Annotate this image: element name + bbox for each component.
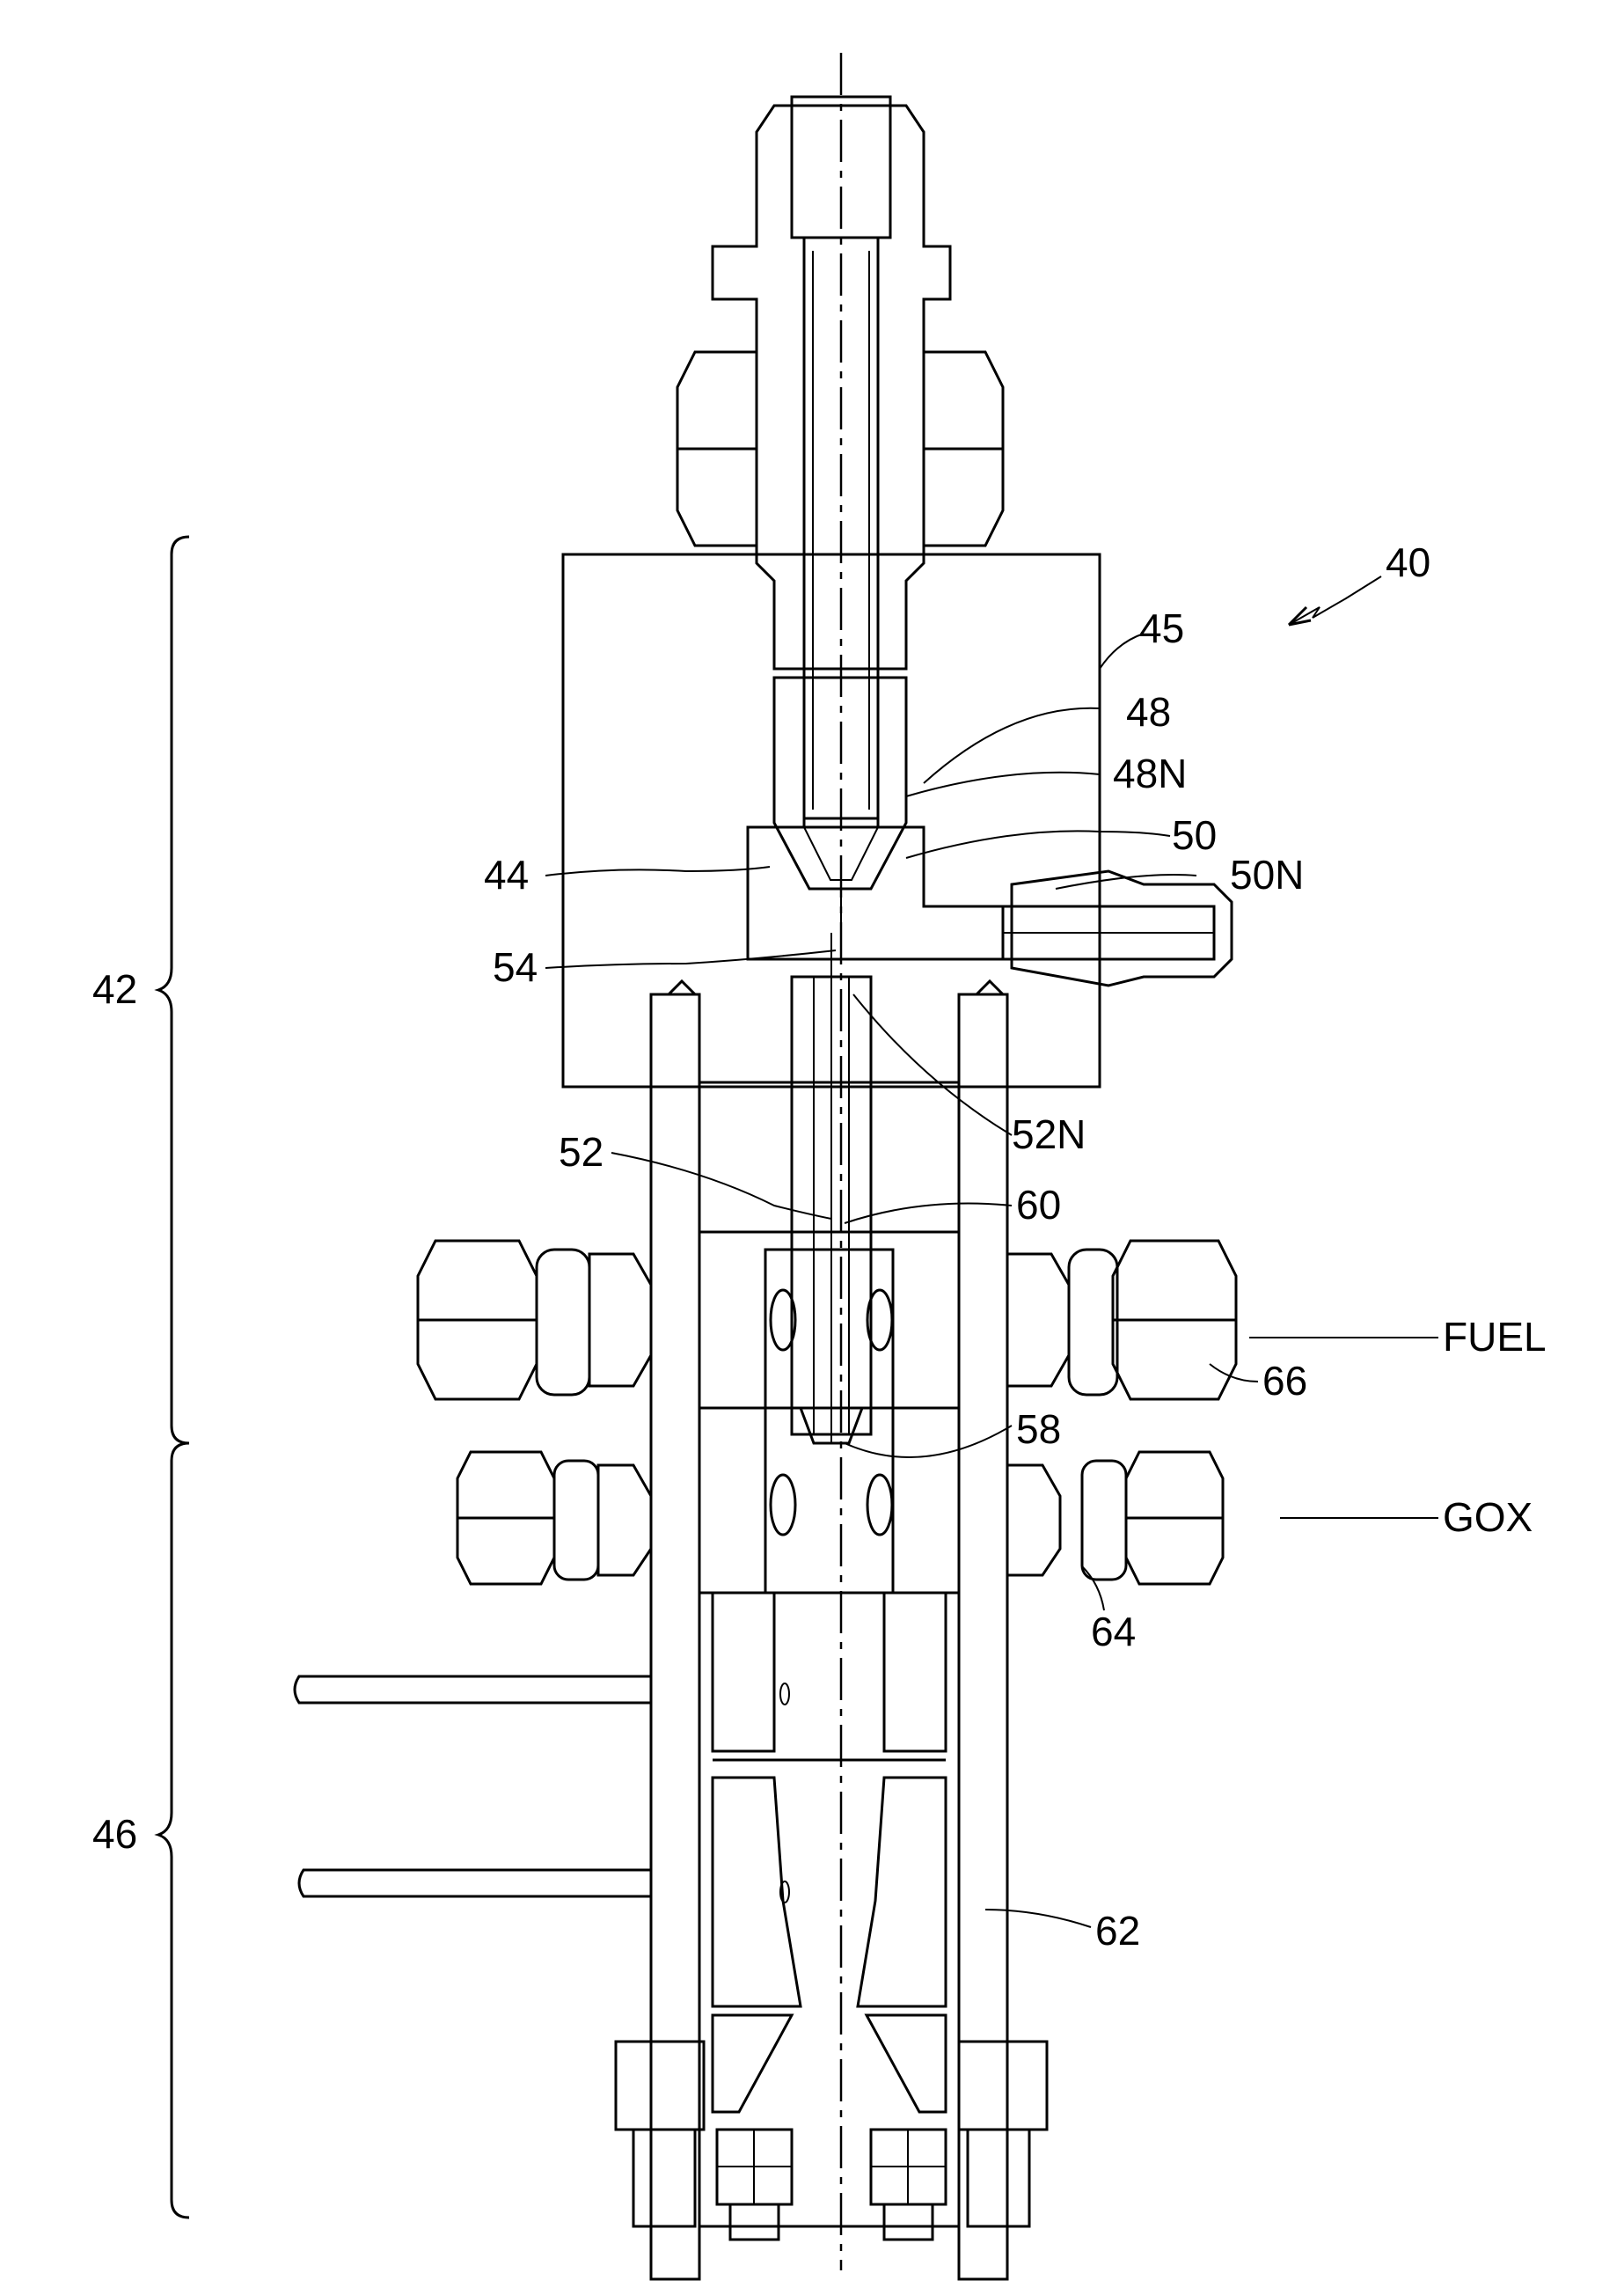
label-gox: GOX xyxy=(1443,1494,1533,1540)
fuel-fitting-right xyxy=(1007,1241,1236,1399)
label-62: 62 xyxy=(1095,1908,1140,1954)
label-fuel: FUEL xyxy=(1443,1314,1547,1360)
bracket-46 xyxy=(158,1443,189,2218)
top-fitting xyxy=(713,97,950,818)
inner-liner xyxy=(699,933,959,1593)
label-48n: 48N xyxy=(1113,751,1187,796)
label-64: 64 xyxy=(1091,1609,1136,1654)
label-42: 42 xyxy=(92,966,137,1012)
label-45: 45 xyxy=(1139,605,1184,651)
label-44: 44 xyxy=(484,852,529,898)
label-52n: 52N xyxy=(1012,1111,1086,1157)
label-50n: 50N xyxy=(1230,852,1304,898)
label-54: 54 xyxy=(493,944,538,990)
bottom-bolt-heads xyxy=(717,2130,946,2240)
label-40: 40 xyxy=(1386,539,1430,585)
label-50: 50 xyxy=(1172,812,1217,858)
fuel-fitting-left xyxy=(418,1241,651,1399)
label-58: 58 xyxy=(1016,1406,1061,1452)
instrument-probes xyxy=(295,1676,651,1896)
label-60: 60 xyxy=(1016,1182,1061,1228)
gox-fitting-right xyxy=(1007,1452,1223,1584)
leader-lines xyxy=(545,576,1438,1927)
hex-nut-upper xyxy=(677,352,1003,546)
bracket-42 xyxy=(158,537,189,1443)
label-66: 66 xyxy=(1262,1358,1307,1404)
bottom-flange xyxy=(616,2042,1047,2226)
gox-fitting-left xyxy=(457,1452,651,1584)
label-52: 52 xyxy=(559,1129,604,1175)
side-port-fitting xyxy=(1003,871,1232,986)
label-46: 46 xyxy=(92,1811,137,1857)
combustion-chamber xyxy=(699,1593,959,2226)
label-48: 48 xyxy=(1126,689,1171,735)
